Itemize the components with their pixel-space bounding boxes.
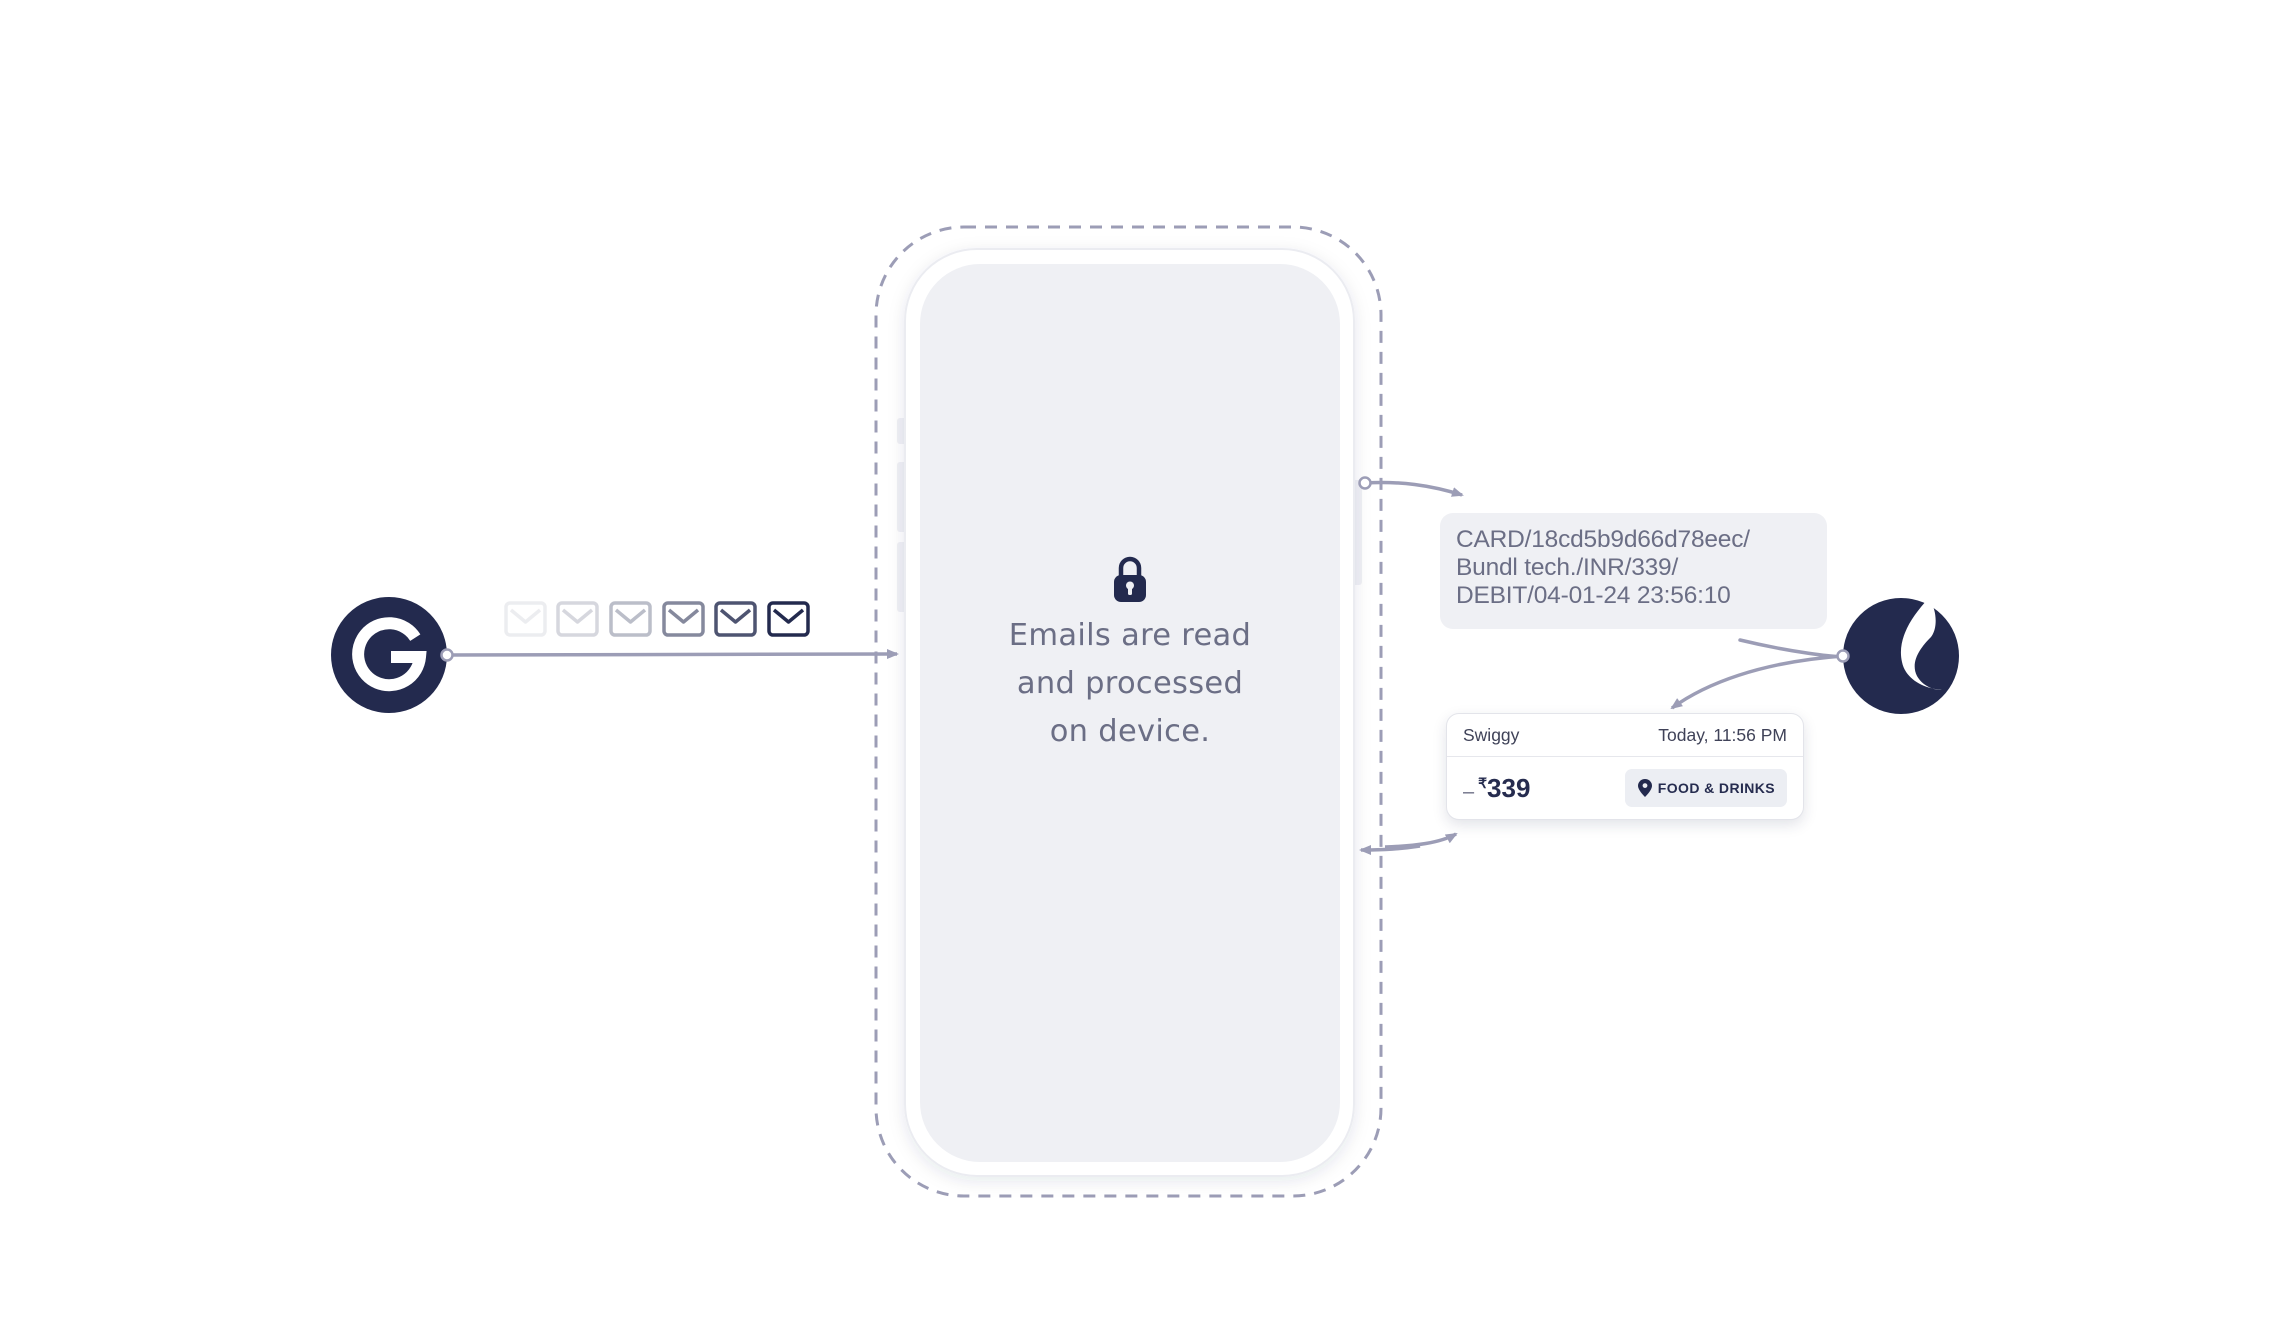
raw-message-line: CARD/18cd5b9d66d78eec/ [1456, 526, 1750, 553]
merchant-name: Swiggy [1463, 724, 1520, 745]
phone-screen [920, 264, 1340, 1162]
location-pin-icon [1637, 779, 1652, 797]
category-badge: FOOD & DRINKS [1624, 769, 1787, 807]
transaction-card: Swiggy Today, 11:56 PM – ₹ 339 FOOD & DR… [1446, 713, 1804, 820]
message-line: and processed [1016, 666, 1244, 701]
transaction-header: Swiggy Today, 11:56 PM [1447, 714, 1803, 757]
envelope-icon [662, 601, 705, 637]
envelope-icon [556, 601, 599, 637]
raw-message-connector [1358, 476, 1464, 497]
envelope-icon [767, 601, 810, 637]
on-device-message: Emails are read and processed on device. [940, 612, 1320, 756]
parser-connector [1670, 638, 1850, 710]
app-logo-icon [1843, 598, 1959, 714]
envelope-icon [714, 601, 757, 637]
transaction-body: – ₹ 339 FOOD & DRINKS [1447, 757, 1803, 819]
envelope-icon [609, 601, 652, 637]
envelope-icon [504, 601, 547, 637]
transaction-amount: – ₹ 339 [1463, 773, 1530, 804]
raw-message-line: DEBIT/04-01-24 23:56:10 [1456, 582, 1731, 609]
category-label: FOOD & DRINKS [1657, 780, 1775, 796]
email-stream [504, 601, 810, 637]
phone [897, 248, 1362, 1177]
message-line: Emails are read [1008, 618, 1252, 653]
device-boundary [874, 225, 1383, 1198]
message-line: on device. [1049, 714, 1211, 749]
currency-symbol: ₹ [1478, 774, 1488, 791]
raw-message-line: Bundl tech./INR/339/ [1456, 554, 1679, 581]
amount-value: 339 [1487, 772, 1531, 803]
source-connector [440, 648, 899, 662]
padlock-icon [1114, 556, 1146, 602]
google-g-icon [331, 597, 447, 713]
amount-sign: – [1463, 780, 1475, 803]
return-connector [1359, 832, 1458, 855]
transaction-time: Today, 11:56 PM [1658, 724, 1787, 745]
raw-message-bubble: CARD/18cd5b9d66d78eec/ Bundl tech./INR/3… [1440, 513, 1827, 629]
